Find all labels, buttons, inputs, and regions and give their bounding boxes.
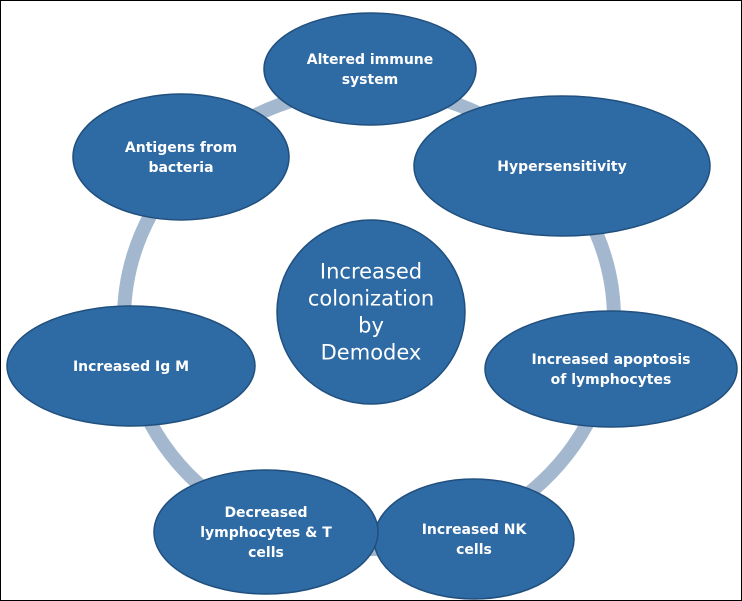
node-shape [484,310,738,428]
node-label: system [342,72,399,88]
node-label: bacteria [148,160,213,176]
center-label: Demodex [321,341,422,365]
node-label: of lymphocytes [551,372,672,388]
node-increased-igm: Increased Ig M [6,305,256,427]
node-shape [153,469,379,595]
node-antigens-from-bacteria: Antigens from bacteria [72,93,290,221]
node-increased-apoptosis: Increased apoptosis of lymphocytes [484,310,738,428]
node-hypersensitivity: Hypersensitivity [413,95,711,237]
node-label: Altered immune [307,52,434,68]
node-altered-immune-system: Altered immune system [263,12,477,126]
node-label: cells [248,545,284,561]
node-shape [6,305,256,427]
node-label: Antigens from [125,140,237,156]
node-decreased-lymphocytes: Decreased lymphocytes & T cells [153,469,379,595]
center-label: colonization [308,287,434,311]
node-layer: Altered immune systemHypersensitivityIncr… [6,12,738,600]
node-label: cells [456,542,492,558]
node-label: Increased Ig M [73,359,189,375]
node-shape [263,12,477,126]
node-label: Hypersensitivity [497,159,626,175]
node-label: Decreased [224,505,307,521]
node-shape [373,478,575,600]
node-label: Increased apoptosis [532,352,691,368]
node-shape [413,95,711,237]
center-label: by [358,314,384,338]
node-label: lymphocytes & T [200,525,332,541]
node-increased-nk-cells: Increased NK cells [373,478,575,600]
center-shape [276,219,466,405]
node-label: Increased NK [422,522,528,538]
node-shape [72,93,290,221]
center-label: Increased [320,260,422,284]
